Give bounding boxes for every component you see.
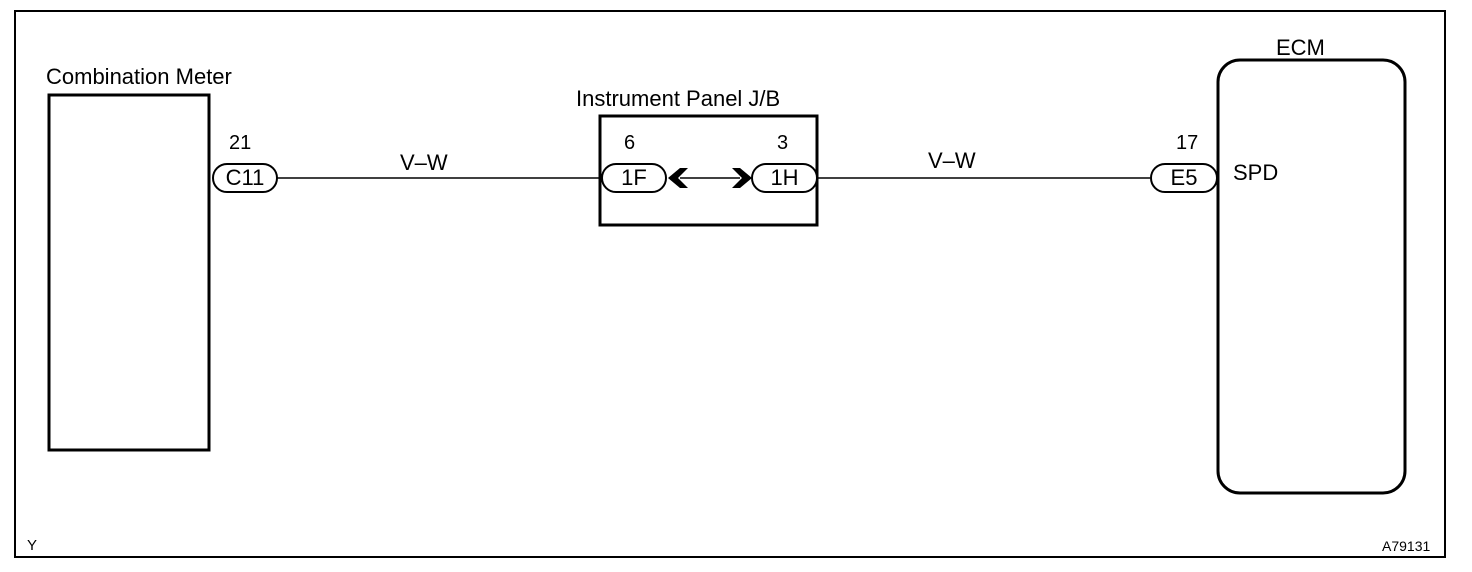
corner-mark: Y: [27, 537, 38, 554]
combination-meter-pin: 21: [229, 132, 252, 154]
connector-1h: 1H: [751, 163, 818, 193]
ecm-label: ECM: [1276, 35, 1325, 60]
connector-1f: 1F: [601, 163, 667, 193]
connector-e5: E5: [1150, 163, 1218, 193]
ecm-box: [1216, 58, 1407, 495]
connector-arrow-right-icon: [732, 168, 752, 188]
combination-meter-label: Combination Meter: [46, 64, 232, 89]
figure-id: A79131: [1382, 538, 1431, 554]
junction-block-label: Instrument Panel J/B: [576, 86, 781, 111]
diagram-frame: [14, 10, 1446, 558]
ecm-pin: 17: [1176, 132, 1199, 154]
junction-block-left-pin: 6: [624, 132, 636, 154]
wire-label-left: V–W: [400, 150, 448, 175]
connector-arrow-left-icon: [668, 168, 688, 188]
ecm-terminal-spd: SPD: [1233, 160, 1279, 185]
connector-c11: C11: [212, 163, 278, 193]
combination-meter-box: [47, 93, 211, 452]
junction-block-box: [598, 114, 819, 227]
junction-block-right-pin: 3: [777, 132, 789, 154]
wire-label-right: V–W: [928, 148, 976, 173]
